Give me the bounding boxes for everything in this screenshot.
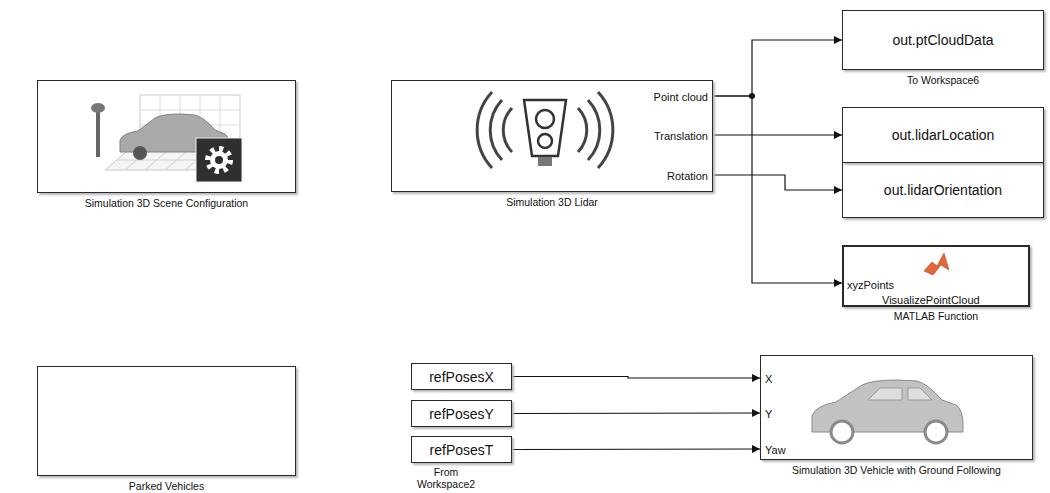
signal-line: [713, 96, 842, 283]
simulink-block: xyzPointsVisualizePointCloudMATLAB Funct…: [842, 245, 1030, 307]
simulink-block: refPosesY: [411, 400, 512, 427]
simulink-block: Simulation 3D Scene Configuration: [37, 80, 296, 193]
block-name: To Workspace6: [907, 74, 979, 86]
matlab-logo: [924, 253, 949, 275]
block-name: Simulation 3D Scene Configuration: [85, 197, 248, 209]
simulink-block: XYYawSimulation 3D Vehicle with Ground F…: [760, 355, 1033, 460]
simulink-block: out.lidarOrientation: [842, 162, 1044, 218]
port-label: Yaw: [765, 444, 786, 456]
port-label: Rotation: [667, 170, 708, 182]
block-text: out.ptCloudData: [843, 32, 1043, 48]
port-label: Translation: [654, 130, 708, 142]
block-text: out.lidarLocation: [843, 127, 1043, 143]
simulink-block: refPosesX: [411, 363, 512, 390]
signal-line: [512, 412, 760, 414]
port-label: Y: [765, 408, 772, 420]
block-name: Parked Vehicles: [129, 480, 204, 492]
block-name: Simulation 3D Lidar: [506, 196, 598, 208]
port-label: xyzPoints: [847, 279, 894, 291]
port-label: VisualizePointCloud: [882, 294, 980, 306]
block-text: refPosesY: [412, 406, 511, 422]
signal-line: [512, 448, 760, 450]
lidar-icon: [477, 92, 613, 168]
vehicle-icon: [812, 380, 963, 443]
block-name: From Workspace2: [408, 466, 484, 490]
simulink-block: out.ptCloudDataTo Workspace6: [842, 10, 1044, 70]
port-label: X: [765, 373, 772, 385]
port-label: Point cloud: [654, 91, 708, 103]
signal-line: [713, 40, 842, 96]
simulink-block: out.lidarLocation: [842, 107, 1044, 163]
block-text: refPosesX: [412, 369, 511, 385]
simulink-block: refPosesTFrom Workspace2: [411, 436, 512, 463]
block-name: MATLAB Function: [894, 310, 978, 322]
branch-dot: [749, 93, 755, 99]
block-text: out.lidarOrientation: [843, 182, 1043, 198]
signal-line: [512, 377, 760, 379]
simulink-block: Parked Vehicles: [37, 366, 296, 476]
scene-icon: [91, 95, 242, 182]
signal-line: [713, 175, 842, 190]
signal-line: [713, 134, 842, 135]
block-text: refPosesT: [412, 442, 511, 458]
block-name: Simulation 3D Vehicle with Ground Follow…: [792, 464, 1001, 476]
simulink-block: Point cloudTranslationRotationSimulation…: [391, 80, 713, 192]
